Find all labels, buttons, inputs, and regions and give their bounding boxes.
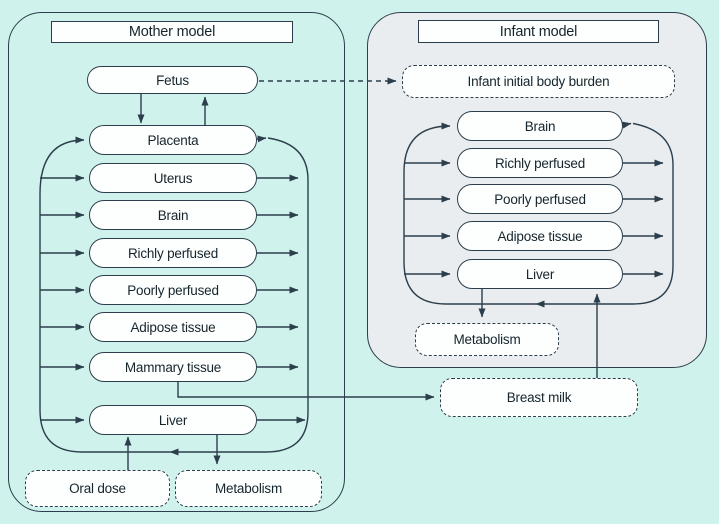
box-mother-adipose-tissue: Adipose tissue (89, 312, 257, 342)
box-infant-liver-label: Liver (525, 266, 555, 282)
box-breast-milk-label: Breast milk (506, 390, 572, 405)
box-mother-richly-perfused-label: Richly perfused (127, 245, 219, 261)
box-infant-liver: Liver (457, 259, 623, 289)
infant-model-title: Infant model (418, 20, 659, 43)
infant-model-title-label: Infant model (499, 23, 578, 40)
box-mother-richly-perfused: Richly perfused (89, 238, 257, 268)
box-infant-poorly-perfused-label: Poorly perfused (494, 191, 586, 207)
box-placenta: Placenta (89, 125, 257, 155)
mother-model-title: Mother model (51, 21, 293, 43)
box-infant-brain-label: Brain (524, 118, 556, 134)
box-infant-richly-perfused-label: Richly perfused (494, 155, 586, 171)
box-infant-brain: Brain (457, 111, 623, 141)
box-mother-brain: Brain (89, 200, 257, 230)
box-infant-adipose-tissue-label: Adipose tissue (497, 228, 583, 244)
box-mammary-tissue: Mammary tissue (89, 352, 257, 382)
box-placenta-label: Placenta (147, 132, 199, 148)
box-fetus-label: Fetus (156, 72, 189, 88)
box-oral-dose: Oral dose (25, 470, 170, 507)
box-infant-richly-perfused: Richly perfused (457, 148, 623, 178)
box-mother-liver: Liver (89, 405, 257, 435)
box-mother-metabolism: Metabolism (175, 470, 322, 507)
box-infant-metabolism: Metabolism (415, 323, 559, 356)
box-infant-metabolism-label: Metabolism (453, 332, 521, 347)
box-infant-initial-body-burden-label: Infant initial body burden (467, 74, 610, 89)
box-uterus: Uterus (89, 163, 257, 193)
box-breast-milk: Breast milk (440, 378, 638, 417)
box-mother-poorly-perfused-label: Poorly perfused (127, 282, 219, 298)
box-mother-liver-label: Liver (158, 412, 188, 428)
box-mother-adipose-tissue-label: Adipose tissue (130, 319, 216, 335)
box-mother-metabolism-label: Metabolism (214, 481, 283, 496)
box-fetus: Fetus (87, 66, 258, 94)
mother-model-title-label: Mother model (128, 24, 216, 40)
box-mammary-tissue-label: Mammary tissue (124, 359, 222, 375)
box-infant-adipose-tissue: Adipose tissue (457, 221, 623, 251)
box-infant-initial-body-burden: Infant initial body burden (402, 65, 675, 98)
box-mother-poorly-perfused: Poorly perfused (89, 275, 257, 305)
box-infant-poorly-perfused: Poorly perfused (457, 184, 623, 214)
box-mother-brain-label: Brain (157, 207, 189, 223)
box-oral-dose-label: Oral dose (69, 481, 126, 496)
box-uterus-label: Uterus (153, 170, 193, 186)
